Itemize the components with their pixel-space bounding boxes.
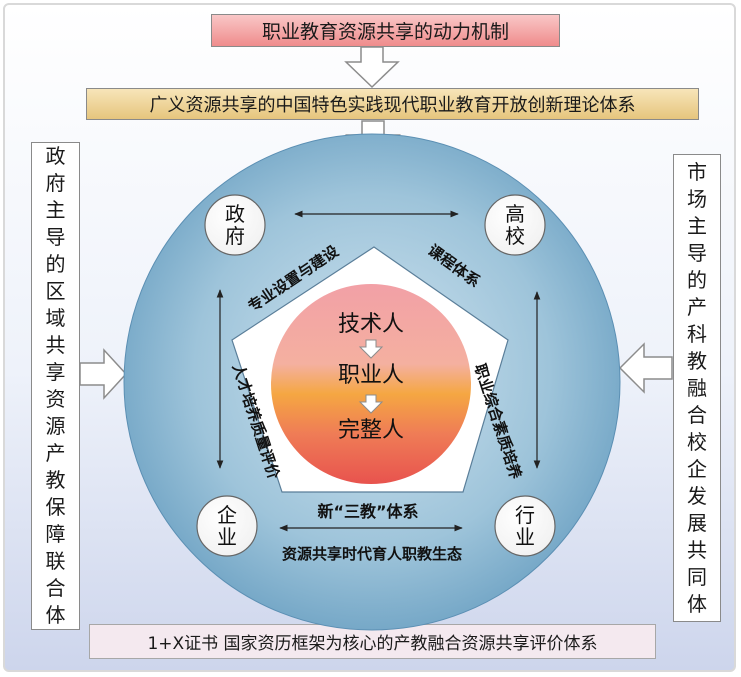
right_panel-char: 主 [687, 213, 707, 238]
left_panel-char: 资 [45, 387, 66, 411]
top-title-box: 职业教育资源共享的动力机制 [211, 14, 560, 47]
side-label-three-teaching: 新“三教”体系 [317, 502, 418, 521]
left_panel-char: 联 [45, 549, 66, 573]
right_panel-char: 体 [687, 591, 707, 616]
node-government-label: 政府 [225, 202, 245, 248]
left_panel-char: 府 [45, 171, 66, 195]
node-university: 高校 [484, 194, 546, 256]
theory-system-box: 广义资源共享的中国特色实践现代职业教育开放创新理论体系 [86, 88, 699, 120]
left_panel-char: 的 [45, 252, 66, 276]
left_panel-char: 政 [45, 144, 66, 168]
right_panel-char: 市 [687, 159, 707, 184]
node-industry: 行业 [494, 495, 556, 557]
node-government: 政府 [204, 194, 266, 256]
node-enterprise: 企业 [196, 495, 258, 557]
right_panel-char: 发 [687, 483, 707, 508]
theory-system-text: 广义资源共享的中国特色实践现代职业教育开放创新理论体系 [149, 95, 636, 116]
government-led-panel: 政府主导的区域共享资源产教保障联合体 [31, 142, 80, 630]
left_panel-char: 障 [45, 522, 66, 546]
right_panel-char: 同 [687, 564, 707, 589]
right_panel-char: 企 [687, 456, 707, 481]
top-title-text: 职业教育资源共享的动力机制 [261, 21, 509, 43]
center-step-technician: 技术人 [338, 312, 404, 337]
node-university-label: 高校 [505, 202, 525, 248]
right_panel-char: 合 [687, 402, 707, 427]
left_panel-char: 主 [45, 198, 66, 222]
node-enterprise-label: 企业 [217, 503, 237, 549]
right_panel-char: 校 [687, 429, 707, 454]
right_panel-char: 教 [687, 348, 707, 373]
right_panel-char: 产 [687, 294, 707, 319]
ecosystem-label: 资源共享时代育人职教生态 [282, 545, 462, 563]
right_panel-char: 场 [687, 186, 707, 211]
right_panel-char: 共 [687, 537, 707, 562]
right-arrow-left [79, 348, 128, 400]
market-led-panel: 市场主导的产科教融合校企发展共同体 [673, 154, 721, 622]
right_panel-char: 展 [687, 510, 707, 535]
left_panel-char: 区 [45, 279, 66, 303]
left_panel-char: 享 [45, 360, 66, 384]
evaluation-system-text: 1+X证书 国家资历框架为核心的产教融合资源共享评价体系 [147, 634, 598, 654]
core-circle [271, 284, 471, 484]
left_panel-char: 教 [45, 468, 66, 492]
right_panel-char: 融 [687, 375, 707, 400]
right_panel-char: 导 [687, 240, 707, 265]
left_panel-char: 导 [45, 225, 66, 249]
left_panel-char: 体 [45, 603, 66, 627]
right_panel-char: 的 [687, 267, 707, 292]
center-down-arrow-2 [358, 394, 384, 414]
right_panel-char: 科 [687, 321, 707, 346]
center-step-professional: 职业人 [338, 363, 404, 388]
left_panel-char: 保 [45, 495, 66, 519]
node-industry-label: 行业 [515, 503, 535, 549]
left_panel-char: 源 [45, 414, 66, 438]
center-step-complete-person: 完整人 [338, 418, 404, 443]
left_panel-char: 域 [45, 306, 66, 330]
left_panel-char: 合 [45, 576, 66, 600]
left-arrow-right [618, 342, 673, 394]
left_panel-char: 产 [45, 441, 66, 465]
center-down-arrow-1 [358, 339, 384, 359]
left_panel-char: 共 [45, 333, 66, 357]
down-arrow-1 [344, 46, 400, 89]
